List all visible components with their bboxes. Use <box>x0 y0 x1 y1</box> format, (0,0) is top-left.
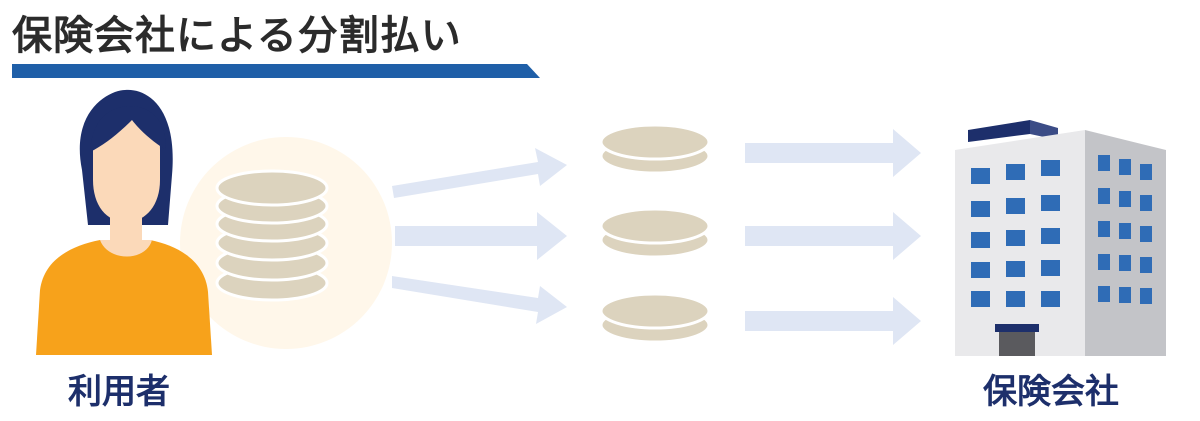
coin-stack-icon <box>599 123 711 175</box>
coin-stack-icon <box>599 292 711 344</box>
arrow-icon <box>745 297 921 345</box>
arrow-group-left <box>392 148 567 324</box>
arrow-icon <box>392 276 567 324</box>
arrow-icon <box>745 129 921 177</box>
building-icon <box>955 120 1166 356</box>
title-underline <box>12 64 540 78</box>
page-title: 保険会社による分割払い <box>12 13 462 59</box>
arrow-icon <box>392 148 567 198</box>
coin-stack-icon <box>215 169 329 302</box>
arrow-icon <box>395 212 567 260</box>
insurance-company-label: 保険会社 <box>983 372 1119 412</box>
person-icon <box>36 89 212 355</box>
user-label: 利用者 <box>68 372 170 412</box>
arrow-group-right <box>745 129 921 345</box>
coin-stack-icon <box>599 207 711 259</box>
arrow-icon <box>745 212 921 260</box>
